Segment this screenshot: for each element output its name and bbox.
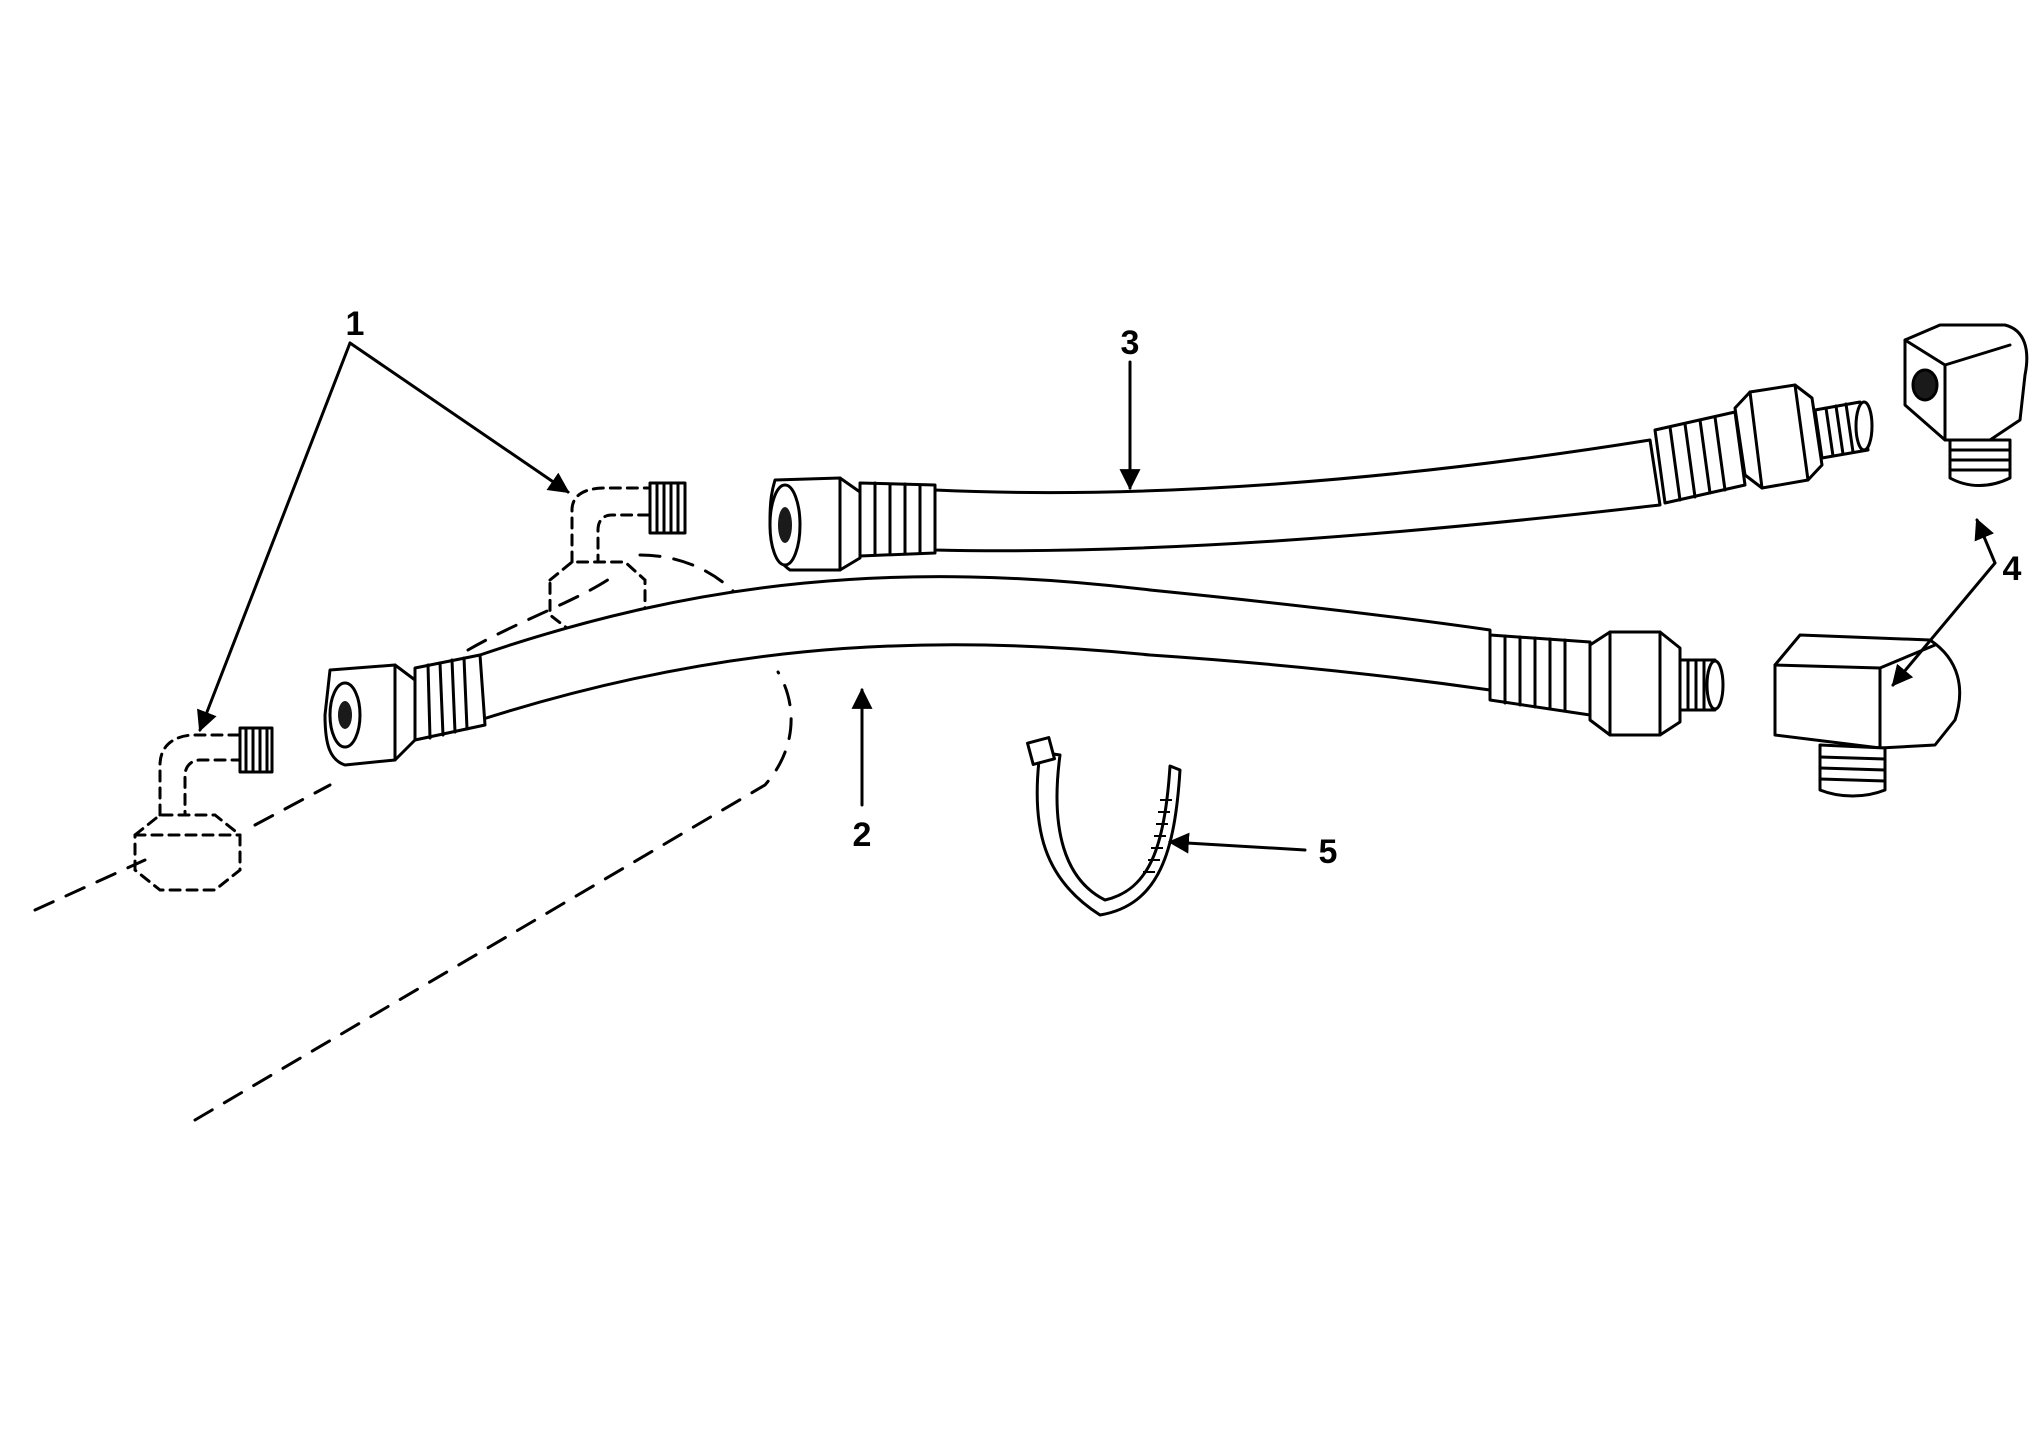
- leader-lines: [197, 341, 1997, 854]
- callout-1: 1: [346, 305, 365, 343]
- elbow-fitting-upper-phantom: [548, 481, 687, 634]
- hose-assembly-upper: [768, 383, 1874, 572]
- callout-2: 2: [853, 816, 872, 854]
- callout-5: 5: [1319, 833, 1338, 871]
- callout-4: 4: [2003, 550, 2022, 588]
- cable-tie: [1026, 736, 1182, 917]
- dashed-guide-lines: [33, 553, 793, 1122]
- hose-assembly-lower: [323, 575, 1725, 767]
- elbow-fitting-lower-right: [1773, 633, 1962, 798]
- elbow-fitting-upper-right: [1903, 323, 2029, 487]
- callout-3: 3: [1121, 324, 1140, 362]
- elbow-fitting-lower-phantom: [133, 726, 274, 892]
